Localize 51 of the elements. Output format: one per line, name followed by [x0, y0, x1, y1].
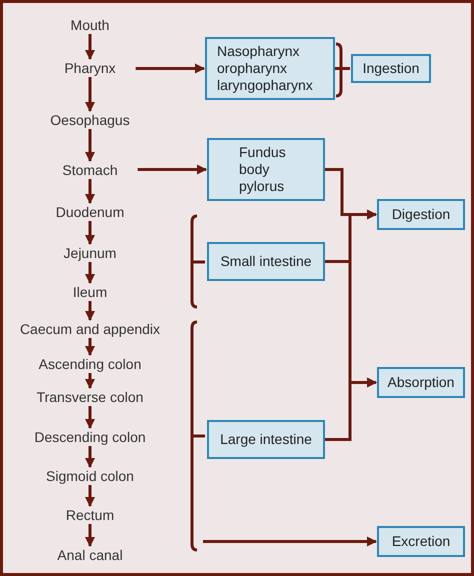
organ-label: Duodenum: [56, 204, 124, 220]
arrow: [85, 373, 95, 389]
arrow: [85, 34, 95, 60]
box-text: Ingestion: [362, 60, 420, 77]
arrow: [136, 64, 205, 74]
process-box: [207, 138, 325, 201]
box-text: Absorption: [388, 374, 454, 391]
box-text: Nasopharynx: [217, 43, 300, 60]
arrow: [203, 536, 377, 546]
arrow: [85, 129, 95, 162]
organ-label: Stomach: [62, 162, 118, 178]
organ-label: Ileum: [72, 284, 108, 300]
process-box: [205, 37, 335, 100]
arrow: [85, 77, 95, 112]
process-box: [377, 199, 465, 230]
arrow: [85, 406, 95, 429]
organ-label: Jejunum: [64, 245, 116, 261]
process-box: [377, 526, 465, 557]
box-text: oropharynx: [217, 60, 288, 77]
organ-label: Mouth: [70, 17, 110, 33]
organ-label: Anal canal: [57, 547, 123, 563]
arrow: [85, 338, 95, 356]
organ-label: Pharynx: [64, 60, 116, 76]
box-text: laryngopharynx: [217, 77, 313, 94]
organ-label: Rectum: [66, 507, 114, 523]
organ-label: Caecum and appendix: [20, 321, 160, 337]
organ-label: Oesophagus: [50, 112, 130, 128]
arrow: [85, 301, 95, 321]
box-text: Excretion: [392, 533, 450, 550]
organ-label: Descending colon: [34, 429, 146, 445]
process-box: [207, 420, 325, 459]
box-text: Large intestine: [220, 431, 312, 448]
arrow: [138, 164, 207, 174]
arrow: [85, 221, 95, 245]
arrow: [85, 179, 95, 204]
organ-label: Sigmoid colon: [46, 468, 134, 484]
box-text: pylorus: [239, 178, 284, 195]
process-box: [351, 54, 431, 83]
arrow: [325, 378, 377, 441]
box-text: body: [239, 161, 270, 178]
box-text: Digestion: [392, 206, 450, 223]
organ-label: Transverse colon: [36, 389, 144, 405]
arrow: [85, 446, 95, 468]
arrow: [85, 262, 95, 284]
arrow: [85, 485, 95, 507]
organ-label: Ascending colon: [38, 356, 142, 372]
arrow: [85, 524, 95, 547]
process-box: [207, 242, 325, 281]
box-text: Fundus: [239, 144, 286, 161]
box-text: Small intestine: [220, 253, 312, 270]
process-box: [377, 367, 465, 398]
